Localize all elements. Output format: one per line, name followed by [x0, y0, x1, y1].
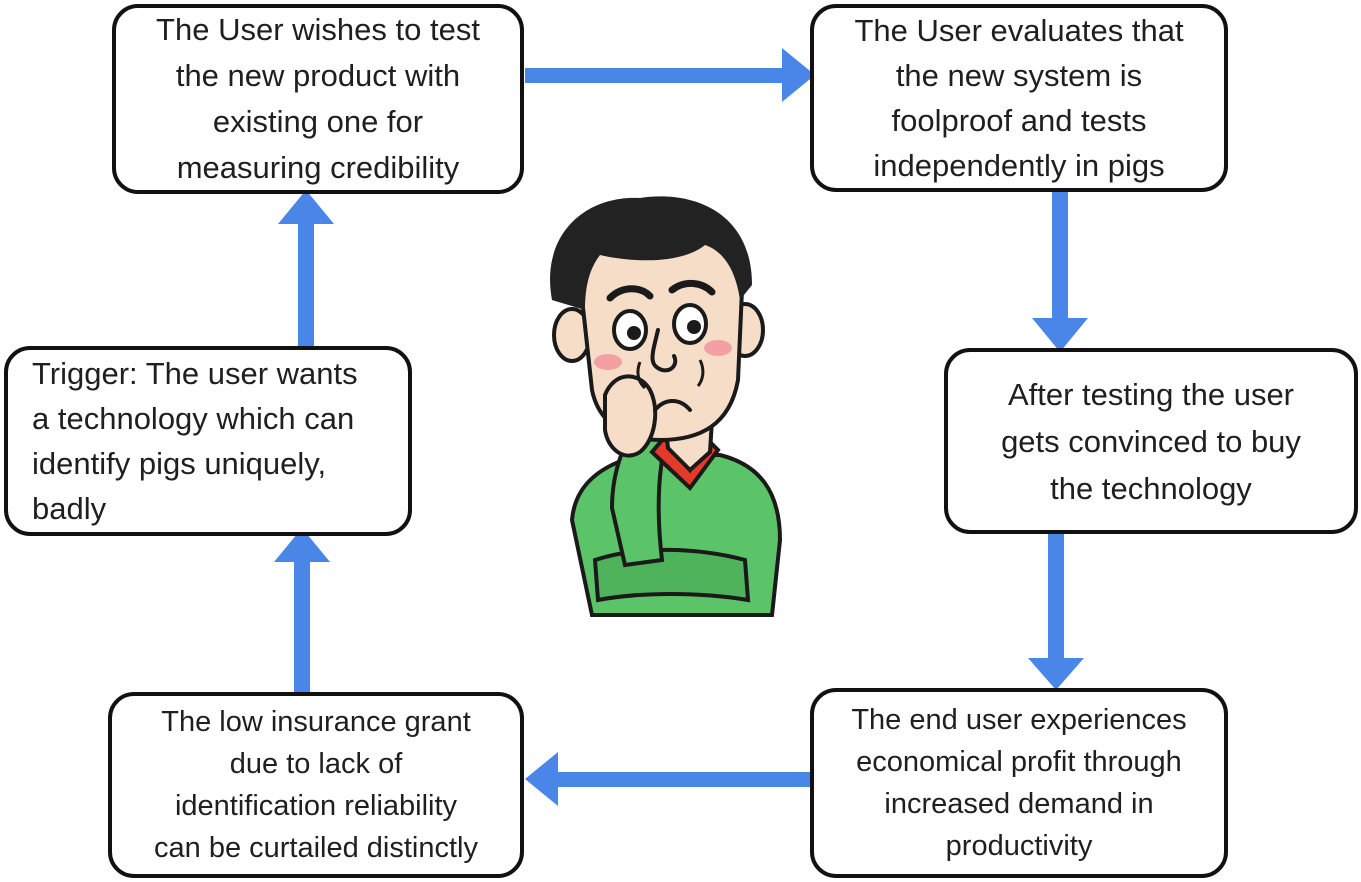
folded-arm [592, 547, 751, 603]
box-evaluates-foolproof-text: The User evaluates that the new system i… [854, 13, 1184, 183]
arrow-bottom-left [525, 752, 810, 806]
box-trigger: Trigger: The user wants a technology whi… [4, 346, 412, 536]
box-low-insurance-text: The low insurance grant due to lack of i… [154, 706, 478, 864]
box-test-with-existing: The User wishes to test the new product … [112, 4, 524, 194]
box-test-with-existing-text: The User wishes to test the new product … [156, 12, 480, 185]
box-evaluates-foolproof: The User evaluates that the new system i… [810, 4, 1228, 192]
left-eyebrow [606, 285, 654, 302]
box-convinced-to-buy: After testing the user gets convinced to… [944, 348, 1358, 534]
hand [603, 374, 658, 458]
right-blush [704, 340, 732, 356]
right-eyebrow [668, 280, 716, 296]
arrow-left-up-1 [274, 528, 330, 696]
left-blush [594, 354, 622, 370]
arrow-right-down-2 [1028, 532, 1084, 690]
box-low-insurance: The low insurance grant due to lack of i… [108, 692, 524, 878]
arrow-top-right [525, 48, 815, 102]
nose [650, 328, 678, 373]
box-economical-profit-text: The end user experiences economical prof… [851, 704, 1187, 862]
mouth [653, 399, 692, 412]
arrow-left-up-2 [278, 190, 334, 350]
hair [550, 196, 752, 310]
box-trigger-text: Trigger: The user wants a technology whi… [32, 356, 358, 526]
box-economical-profit: The end user experiences economical prof… [810, 688, 1228, 878]
arrow-right-down-1 [1032, 190, 1088, 352]
box-convinced-to-buy-text: After testing the user gets convinced to… [1001, 376, 1301, 506]
